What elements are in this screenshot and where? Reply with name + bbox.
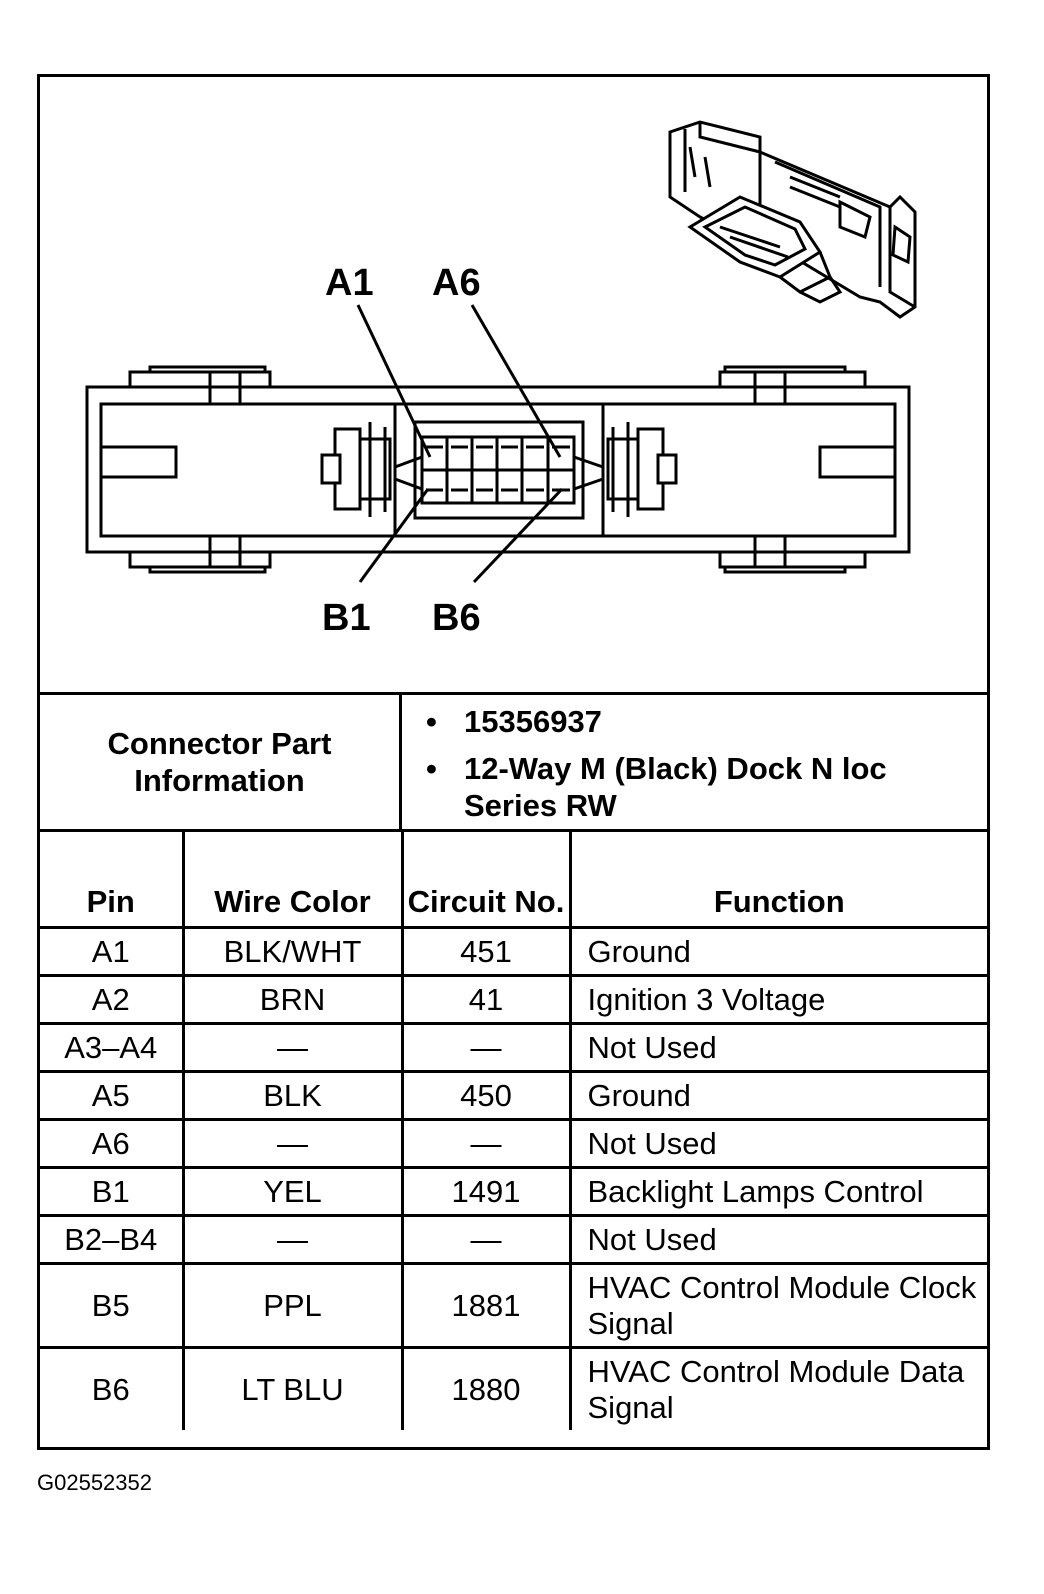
- connector-3d-view: [668, 120, 917, 319]
- cell-function: Not Used: [568, 1118, 987, 1169]
- cell-circuit-no: 41: [400, 974, 572, 1025]
- pin-leader-lines: [356, 304, 564, 584]
- cell-pin: A1: [40, 926, 185, 977]
- info-item-part-number: • 15356937: [426, 703, 987, 740]
- cell-circuit-no: —: [400, 1022, 572, 1073]
- table-row: B1 YEL 1491 Backlight Lamps Control: [40, 1166, 987, 1217]
- table-row: A2 BRN 41 Ignition 3 Voltage: [40, 974, 987, 1025]
- table-row: A5 BLK 450 Ground: [40, 1070, 987, 1121]
- cell-wire-color: —: [181, 1214, 404, 1265]
- cell-pin: B2–B4: [40, 1214, 185, 1265]
- header-function: Function: [568, 829, 987, 929]
- figure-id: G02552352: [37, 1470, 152, 1495]
- table-row: A3–A4 — — Not Used: [40, 1022, 987, 1073]
- cell-function: Ground: [568, 1070, 987, 1121]
- table-header-row: Pin Wire Color Circuit No. Function: [40, 829, 987, 929]
- info-list: • 15356937 • 12-Way M (Black) Dock N loc…: [402, 695, 987, 829]
- connector-description: 12-Way M (Black) Dock N loc Series RW: [464, 751, 887, 823]
- info-label: Connector Part Information: [40, 695, 402, 829]
- callout-a1: A1: [325, 262, 374, 304]
- cell-circuit-no: 1880: [400, 1346, 572, 1430]
- connector-diagram: A1 A6 B1 B6: [40, 77, 987, 692]
- header-circuit-no: Circuit No.: [400, 829, 572, 929]
- callout-b1: B1: [322, 597, 371, 639]
- cell-function: HVAC Control Module Data Signal: [568, 1346, 987, 1430]
- cell-wire-color: BLK/WHT: [181, 926, 404, 977]
- cell-circuit-no: —: [400, 1214, 572, 1265]
- cell-wire-color: YEL: [181, 1166, 404, 1217]
- cell-function: Not Used: [568, 1022, 987, 1073]
- connector-part-information: Connector Part Information • 15356937 • …: [40, 692, 987, 829]
- cell-wire-color: BLK: [181, 1070, 404, 1121]
- cell-pin: B5: [40, 1262, 185, 1349]
- pin-table: Pin Wire Color Circuit No. Function A1 B…: [40, 829, 987, 1430]
- table-row: B5 PPL 1881 HVAC Control Module Clock Si…: [40, 1262, 987, 1349]
- cell-wire-color: PPL: [181, 1262, 404, 1349]
- cell-circuit-no: 1491: [400, 1166, 572, 1217]
- figure-frame: A1 A6 B1 B6 Connector Part Information •…: [37, 74, 990, 1450]
- table-row: B2–B4 — — Not Used: [40, 1214, 987, 1265]
- cell-function: Ground: [568, 926, 987, 977]
- cell-wire-color: —: [181, 1118, 404, 1169]
- header-pin: Pin: [40, 829, 185, 929]
- cell-pin: A6: [40, 1118, 185, 1169]
- cell-circuit-no: —: [400, 1118, 572, 1169]
- cell-pin: B6: [40, 1346, 185, 1430]
- cell-wire-color: —: [181, 1022, 404, 1073]
- cell-circuit-no: 451: [400, 926, 572, 977]
- header-wire-color: Wire Color: [181, 829, 404, 929]
- info-item-description: • 12-Way M (Black) Dock N loc Series RW: [426, 750, 987, 824]
- cell-pin: A2: [40, 974, 185, 1025]
- connector-face-view: [85, 365, 911, 574]
- cell-function: Backlight Lamps Control: [568, 1166, 987, 1217]
- cell-circuit-no: 1881: [400, 1262, 572, 1349]
- callout-b6: B6: [432, 597, 481, 639]
- cell-wire-color: BRN: [181, 974, 404, 1025]
- bullet: •: [426, 751, 437, 786]
- cell-pin: A3–A4: [40, 1022, 185, 1073]
- table-row: A1 BLK/WHT 451 Ground: [40, 926, 987, 977]
- cell-function: Ignition 3 Voltage: [568, 974, 987, 1025]
- cell-wire-color: LT BLU: [181, 1346, 404, 1430]
- cell-pin: A5: [40, 1070, 185, 1121]
- bullet: •: [426, 704, 437, 739]
- callout-a6: A6: [432, 262, 481, 304]
- cell-function: HVAC Control Module Clock Signal: [568, 1262, 987, 1349]
- table-row: A6 — — Not Used: [40, 1118, 987, 1169]
- cell-function: Not Used: [568, 1214, 987, 1265]
- cell-circuit-no: 450: [400, 1070, 572, 1121]
- cell-pin: B1: [40, 1166, 185, 1217]
- table-row: B6 LT BLU 1880 HVAC Control Module Data …: [40, 1346, 987, 1430]
- part-number: 15356937: [464, 704, 602, 739]
